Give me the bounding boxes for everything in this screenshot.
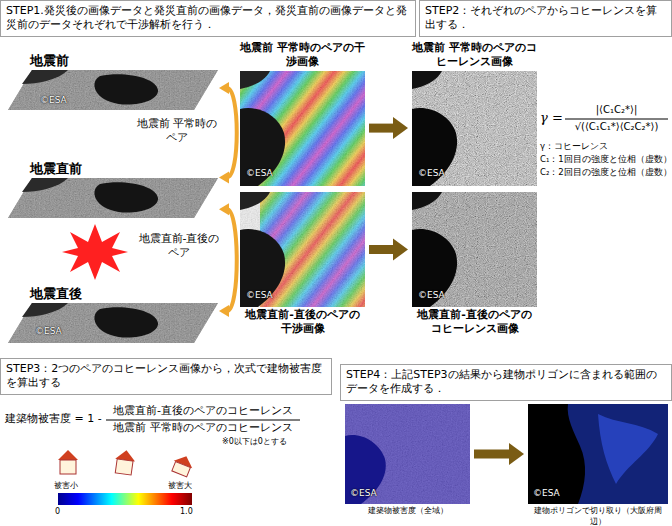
image-panel: 建物ポリゴンで切り取り（大阪府周辺） bbox=[528, 404, 668, 526]
connector-line bbox=[227, 209, 237, 311]
watermark: ©ESA bbox=[350, 488, 377, 499]
edge-label: 地震前 平常時のペア bbox=[136, 117, 218, 145]
connector bbox=[474, 443, 524, 465]
formula-text: ※0以下は0とする bbox=[222, 437, 287, 447]
image-panel: 地震前 平常時のペアのコヒーレンス画像 bbox=[412, 40, 537, 186]
node-text: STEP3：2つのペアのコヒーレンス画像から，次式で建物被害度を算出する bbox=[6, 362, 326, 391]
color-bar bbox=[58, 493, 192, 505]
node-text: 地震前 平常時のペアの干渉画像 bbox=[240, 40, 365, 71]
node-text: STEP4：上記STEP3の結果から建物ポリゴンに含まれる範囲のデータを作成する… bbox=[346, 368, 666, 397]
formula-text: 1.0 bbox=[180, 507, 193, 517]
formula-text: 地震直前-直後のペアのコヒーレンス bbox=[104, 404, 302, 418]
fraction-line bbox=[106, 420, 300, 421]
satellite-image bbox=[8, 178, 218, 218]
node-text: 地震前 平常時のペアのコヒーレンス画像 bbox=[412, 40, 537, 71]
connector-line bbox=[474, 450, 510, 459]
node-text: 地震前 bbox=[8, 52, 218, 70]
house-icon bbox=[113, 449, 136, 476]
arrow-head bbox=[509, 443, 524, 465]
arrow-head bbox=[393, 239, 408, 261]
connector bbox=[369, 117, 408, 139]
node-text: 建築物被害度（全域） bbox=[345, 504, 470, 517]
watermark: ©ESA bbox=[35, 326, 62, 337]
arrow-head bbox=[219, 305, 229, 317]
node-text: STEP2：それぞれのペアからコヒーレンスを算出する． bbox=[425, 4, 666, 33]
formula-text: √(⟨C₁C₁*⟩⟨C₂C₂*⟩) bbox=[565, 121, 668, 134]
connector-line bbox=[369, 245, 394, 254]
formula-text: 建築物被害度 = 1 - bbox=[5, 412, 102, 426]
formula-text: C₂：2回目の強度と位相（虚数） bbox=[540, 167, 672, 178]
step-box: STEP3：2つのペアのコヒーレンス画像から，次式で建物被害度を算出する bbox=[0, 358, 332, 395]
watermark: ©ESA bbox=[40, 95, 67, 106]
arrow-head bbox=[219, 171, 229, 183]
quake-starburst bbox=[62, 224, 128, 280]
node-text: 建物ポリゴンで切り取り（大阪府周辺） bbox=[528, 504, 668, 526]
node-text: STEP1.発災後の画像データと発災直前の画像データ，発災直前の画像データと発災… bbox=[6, 4, 410, 33]
image-panel: 地震直前 bbox=[8, 160, 218, 218]
image-panel: 地震直前-直後のペアの干渉画像 bbox=[240, 192, 365, 338]
node-text: 地震直前 bbox=[8, 160, 218, 178]
interferogram-image bbox=[240, 192, 365, 307]
connector-line bbox=[227, 88, 237, 177]
formula-text: C₁：1回目の強度と位相（虚数） bbox=[540, 154, 672, 165]
formula-text: 地震前 平常時のペアのコヒーレンス bbox=[104, 421, 302, 435]
watermark: ©ESA bbox=[246, 290, 273, 301]
watermark: ©ESA bbox=[246, 168, 273, 179]
formula-text: 0 bbox=[55, 507, 60, 517]
node-text: 地震直前-直後のペアのコヒーレンス画像 bbox=[412, 307, 537, 338]
house-icon bbox=[58, 450, 78, 474]
image-panel: 地震直前-直後のペアのコヒーレンス画像 bbox=[412, 192, 537, 338]
arrow-head bbox=[219, 203, 229, 215]
formula-text: γ = bbox=[540, 110, 563, 126]
watermark: ©ESA bbox=[533, 488, 560, 499]
connector bbox=[219, 203, 237, 317]
arrow-head bbox=[219, 82, 229, 94]
fraction-line bbox=[565, 119, 668, 120]
satellite-image bbox=[8, 70, 218, 110]
image-panel: 地震前 平常時のペアの干渉画像 bbox=[240, 40, 365, 186]
image-panel: 地震前 bbox=[8, 52, 218, 110]
step-box: STEP1.発災後の画像データと発災直前の画像データ，発災直前の画像データと発災… bbox=[0, 0, 416, 37]
connector bbox=[369, 239, 408, 261]
formula-text: 被害大 bbox=[168, 481, 192, 491]
formula-text: 被害小 bbox=[54, 481, 78, 491]
step-box: STEP2：それぞれのペアからコヒーレンスを算出する． bbox=[419, 0, 672, 37]
node-text: 地震直後 bbox=[8, 285, 218, 303]
edge-label: 地震直前-直後のペア bbox=[138, 232, 220, 260]
step-box: STEP4：上記STEP3の結果から建物ポリゴンに含まれる範囲のデータを作成する… bbox=[340, 364, 672, 401]
image-panel: 建築物被害度（全域） bbox=[345, 404, 470, 517]
watermark: ©ESA bbox=[418, 168, 445, 179]
arrow-head bbox=[393, 117, 408, 139]
coherence-image bbox=[412, 192, 537, 307]
watermark: ©ESA bbox=[418, 290, 445, 301]
formula-text: γ：コヒーレンス bbox=[540, 141, 608, 152]
connector bbox=[219, 82, 237, 183]
formula-text: |⟨C₁C₂*⟩| bbox=[565, 104, 668, 117]
node-text: 地震直前-直後のペアの干渉画像 bbox=[240, 307, 365, 338]
house-icon bbox=[170, 452, 196, 477]
satellite-image bbox=[8, 303, 218, 343]
connector-line bbox=[369, 124, 394, 133]
